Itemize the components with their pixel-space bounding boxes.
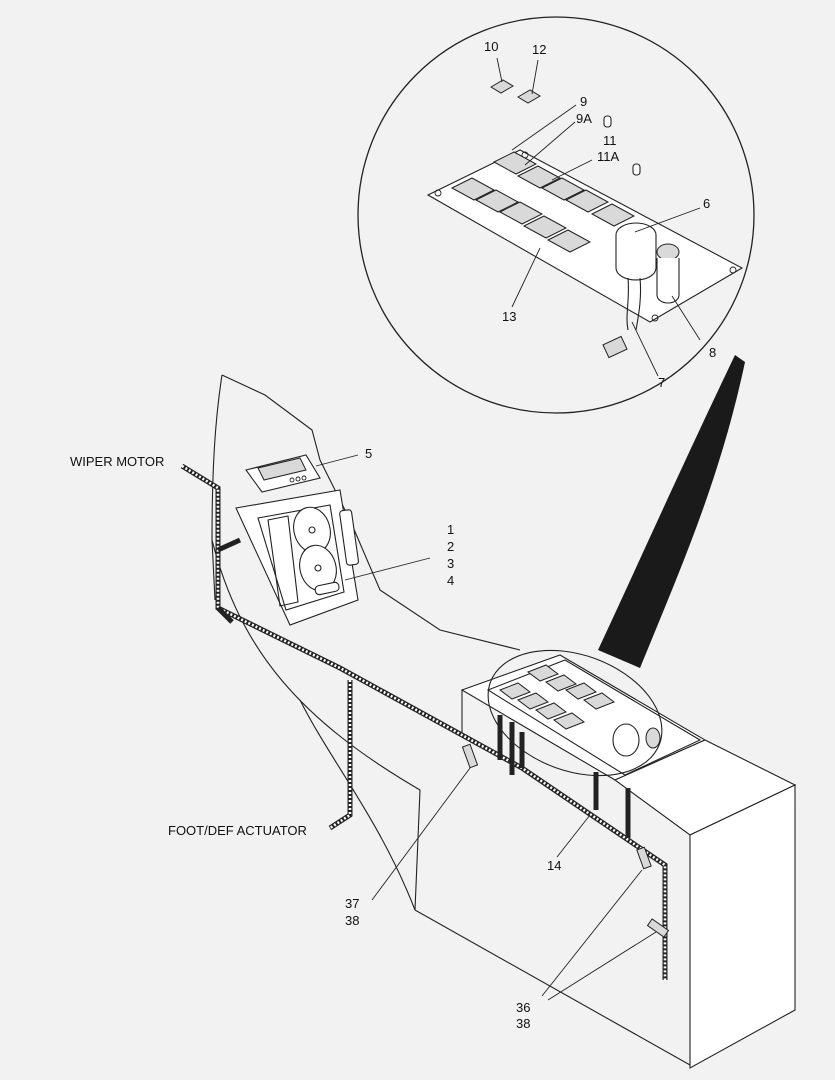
- console-rocker-switches: [498, 664, 616, 730]
- magnifier-beam: [598, 355, 745, 668]
- leader-lines: [315, 57, 701, 1001]
- harness-connector: [602, 335, 628, 359]
- ignition-harness: [626, 277, 642, 331]
- screw-hole: [434, 189, 442, 197]
- instrument-cluster: [235, 489, 360, 626]
- label-foot-def-actuator: FOOT/DEF ACTUATOR: [168, 823, 307, 838]
- callout-3: 3: [447, 556, 454, 571]
- display-module: [245, 454, 321, 493]
- callout-11a: 11A: [597, 149, 619, 164]
- callout-6: 6: [703, 196, 710, 211]
- label-wiper-motor: WIPER MOTOR: [70, 454, 164, 469]
- detail-magnified-view: [357, 16, 755, 414]
- callout-11: 11: [603, 133, 617, 148]
- wiring-harness: [180, 463, 668, 980]
- callout-10: 10: [484, 39, 498, 54]
- callout-37: 37: [345, 896, 359, 911]
- callout-8: 8: [709, 345, 716, 360]
- callout-7: 7: [658, 375, 665, 390]
- callout-38-left: 38: [345, 913, 359, 928]
- callout-12: 12: [532, 42, 546, 57]
- callout-13: 13: [502, 309, 516, 324]
- callout-14: 14: [547, 858, 561, 873]
- bulb-11: [603, 115, 612, 128]
- clip-36-lower: [646, 918, 670, 938]
- callout-38-right: 38: [516, 1016, 530, 1031]
- cab-outline: [211, 374, 691, 1066]
- rocker-switches: [450, 151, 636, 253]
- clip-37: [461, 743, 479, 769]
- callout-4: 4: [447, 573, 454, 588]
- callout-36: 36: [516, 1000, 530, 1015]
- lens-12: [517, 89, 541, 104]
- callout-2: 2: [447, 539, 454, 554]
- lens-10: [490, 79, 514, 94]
- screw-hole: [729, 266, 737, 274]
- rotary-knob: [656, 243, 680, 304]
- console-switch-panel: [486, 659, 702, 776]
- callout-9a: 9A: [576, 111, 592, 126]
- callout-1: 1: [447, 522, 454, 537]
- callout-9: 9: [580, 94, 587, 109]
- callout-labels: WIPER MOTOR FOOT/DEF ACTUATOR 5 1 2 3 4 …: [70, 39, 716, 1031]
- callout-5: 5: [365, 446, 372, 461]
- bulb-11a: [632, 163, 641, 176]
- magnifier-source-ellipse: [487, 649, 663, 777]
- screw-hole: [651, 314, 659, 322]
- clip-36-upper: [636, 846, 652, 870]
- ignition-switch: [615, 222, 657, 281]
